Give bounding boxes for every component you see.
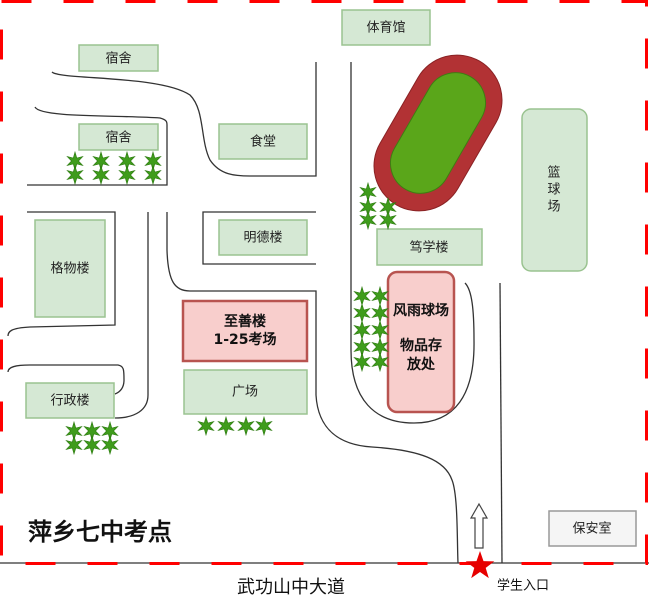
basketball-label-3: 场 bbox=[547, 200, 560, 215]
running-track bbox=[373, 54, 503, 212]
admin-label: 行政楼 bbox=[50, 394, 89, 409]
tree-icon bbox=[217, 415, 235, 437]
duxue-label: 笃学楼 bbox=[409, 240, 448, 256]
mingde-label: 明德楼 bbox=[243, 231, 282, 246]
square[interactable]: 广场 bbox=[183, 369, 308, 415]
tree-icon bbox=[359, 209, 377, 231]
tree-icon bbox=[83, 434, 101, 456]
storage-label-2: 放处 bbox=[406, 356, 436, 373]
tree-icon bbox=[379, 209, 397, 231]
tree-icon bbox=[118, 164, 136, 186]
storage-label-1: 物品存 bbox=[400, 337, 442, 354]
building-gym[interactable]: 体育馆 bbox=[341, 9, 431, 46]
tree-icon bbox=[371, 319, 389, 341]
fengyu-court-storage[interactable]: 风雨球场 物品存 放处 bbox=[386, 270, 456, 414]
tree-icon bbox=[255, 415, 273, 437]
building-gewu[interactable]: 格物楼 bbox=[34, 219, 106, 318]
exam-rooms-label: 1-25考场 bbox=[213, 331, 276, 348]
football-field bbox=[390, 72, 486, 194]
tree-icon bbox=[92, 164, 110, 186]
basketball-label-1: 篮 bbox=[547, 166, 560, 181]
tree-icon bbox=[353, 302, 371, 324]
tree-icon bbox=[353, 285, 371, 307]
gewu-label: 格物楼 bbox=[50, 261, 89, 277]
campus-boundary bbox=[0, 0, 648, 565]
security-label: 保安室 bbox=[572, 521, 611, 537]
building-mingde[interactable]: 明德楼 bbox=[218, 219, 308, 256]
road-curve-north bbox=[51, 62, 317, 177]
canteen-label: 食堂 bbox=[250, 134, 276, 150]
road-mingde bbox=[202, 211, 316, 265]
entrance-label: 学生入口 bbox=[497, 578, 549, 594]
tree-icon bbox=[197, 415, 215, 437]
tree-icon bbox=[353, 319, 371, 341]
road-east-loop bbox=[350, 62, 475, 424]
road-west-main bbox=[114, 212, 149, 419]
building-admin[interactable]: 行政楼 bbox=[25, 382, 115, 419]
entrance-arrow-icon bbox=[469, 502, 489, 549]
building-dorm-2[interactable]: 宿舍 bbox=[78, 123, 159, 151]
basketball-court[interactable]: 篮 球 场 bbox=[521, 108, 588, 272]
zhishan-label: 至善楼 bbox=[224, 313, 266, 330]
building-duxue[interactable]: 笃学楼 bbox=[376, 228, 483, 266]
building-zhishan-exam[interactable]: 至善楼 1-25考场 bbox=[181, 299, 309, 363]
road-east bbox=[499, 282, 503, 564]
tree-icon bbox=[353, 351, 371, 373]
tree-icon bbox=[371, 285, 389, 307]
trees bbox=[65, 150, 397, 456]
road-name: 武功山中大道 bbox=[237, 577, 345, 597]
tree-icon bbox=[237, 415, 255, 437]
tree-icon bbox=[66, 164, 84, 186]
map-title: 萍乡七中考点 bbox=[28, 518, 172, 546]
road-dorm bbox=[27, 106, 168, 186]
security-room[interactable]: 保安室 bbox=[548, 510, 637, 547]
tree-icon bbox=[371, 351, 389, 373]
road-admin bbox=[7, 364, 125, 395]
building-dorm-1[interactable]: 宿舍 bbox=[78, 44, 159, 72]
dorm-2-label: 宿舍 bbox=[105, 130, 131, 146]
road-gewu bbox=[7, 211, 116, 337]
gym-label: 体育馆 bbox=[366, 20, 405, 36]
tree-icon bbox=[101, 434, 119, 456]
fengyu-label: 风雨球场 bbox=[393, 302, 449, 319]
building-canteen[interactable]: 食堂 bbox=[218, 123, 308, 160]
tree-icon bbox=[65, 434, 83, 456]
tree-icon bbox=[144, 164, 162, 186]
road-center bbox=[166, 212, 459, 564]
entrance-star-icon bbox=[465, 551, 495, 579]
dorm-1-label: 宿舍 bbox=[105, 51, 131, 67]
basketball-label-2: 球 bbox=[547, 183, 560, 198]
tree-icon bbox=[371, 302, 389, 324]
square-label: 广场 bbox=[232, 385, 258, 400]
